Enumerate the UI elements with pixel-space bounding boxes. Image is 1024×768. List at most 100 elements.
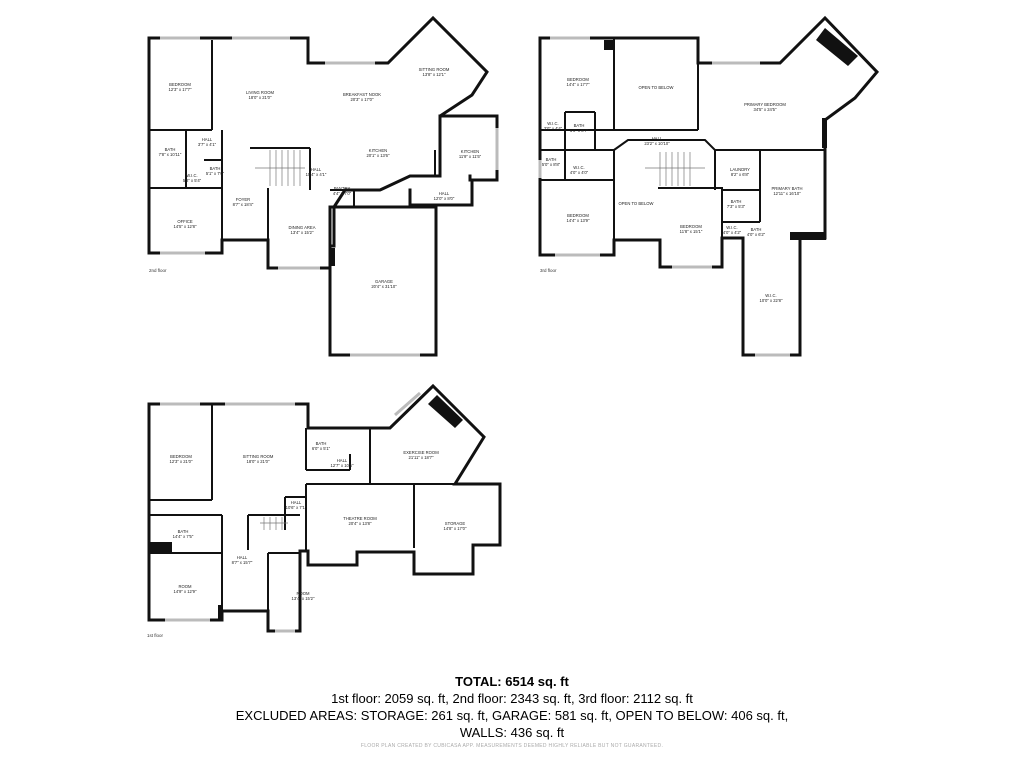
area-summary: TOTAL: 6514 sq. ft 1st floor: 2059 sq. f… xyxy=(0,673,1024,741)
room-dim: 18'0" x 21'0" xyxy=(249,95,272,100)
room-name: ROOM xyxy=(296,591,310,596)
room-dim: 15'4" x 4'1" xyxy=(306,172,327,177)
room-name: BATH xyxy=(574,123,585,128)
room-name: W.I.C. xyxy=(726,225,737,230)
room-dim: 23'2" x 10'10" xyxy=(644,141,670,146)
footer-disclaimer: FLOOR PLAN CREATED BY CUBICASA APP. MEAS… xyxy=(360,743,664,749)
room-dim: 34'5" x 24'5" xyxy=(754,107,777,112)
room-name: SITTING ROOM xyxy=(419,67,450,72)
floor-areas: 1st floor: 2059 sq. ft, 2nd floor: 2343 … xyxy=(331,691,693,706)
room-dim: 20'1" x 13'6" xyxy=(367,153,390,158)
stairs-3rd-floor xyxy=(645,152,705,186)
room-dim: 14'9" x 12'9" xyxy=(174,589,197,594)
room-dim: 11'8" x 15'1" xyxy=(680,229,703,234)
room-dim: 13'8" x 12'1" xyxy=(423,72,446,77)
room-dim: 13'4" x 15'2" xyxy=(291,230,314,235)
room-name: GARAGE xyxy=(375,279,393,284)
room-name: W.I.C. xyxy=(547,121,558,126)
room-dim: 4'0" x 4'0" xyxy=(570,170,589,175)
room-name: EXERCISE ROOM xyxy=(403,450,439,455)
room-name: SITTING ROOM xyxy=(243,454,274,459)
room-dim: 7'3" x 5'3" xyxy=(727,204,746,209)
room-dim: 8'7" x 18'4" xyxy=(233,202,254,207)
room-name: BATH xyxy=(210,166,221,171)
room-name: W.I.C. xyxy=(765,293,776,298)
excluded-areas: EXCLUDED AREAS: STORAGE: 261 sq. ft, GAR… xyxy=(235,708,789,723)
room-dim: 6'0" x 8'7" xyxy=(570,128,589,133)
room-name: HALL xyxy=(439,191,450,196)
room-name: BATH xyxy=(316,441,327,446)
room-dim: 14'4" x 7'5" xyxy=(173,534,194,539)
walls-area: WALLS: 436 sq. ft xyxy=(459,725,565,740)
room-dim: 12'7" x 10'5" xyxy=(331,463,354,468)
room-dim: 3'7" x 4'1" xyxy=(198,142,217,147)
room-name: BREAKFAST NOOK xyxy=(343,92,381,97)
room-name: BATH xyxy=(178,529,189,534)
room-name: BATH xyxy=(751,227,762,232)
room-dim: 3'0" x 4'4" xyxy=(544,126,563,131)
room-dim: 12'11" x 16'10" xyxy=(773,191,801,196)
room-name: HALL xyxy=(291,500,302,505)
room-name: HALL xyxy=(652,136,663,141)
room-dim: 12'3" x 17'7" xyxy=(169,87,192,92)
second-floor-plan: 2nd floor BEDROOM 12'3" x 17'7" LIVING R… xyxy=(147,15,499,357)
stairs-2nd-floor xyxy=(255,150,305,186)
room-name: HALL xyxy=(237,555,248,560)
room-name: BEDROOM xyxy=(680,224,702,229)
room-dim: 12'3" x 21'0" xyxy=(170,459,193,464)
room-dim: 10'6" x 7'1" xyxy=(286,505,307,510)
room-dim: 14'5" x 12'8" xyxy=(174,224,197,229)
room-dim: 14'4" x 13'9" xyxy=(567,218,590,223)
first-floor-plan: 1st floor BEDROOM 12'3" x 21'0" SITTING … xyxy=(147,383,502,638)
room-dim: 21'11" x 18'7" xyxy=(409,455,434,460)
room-dim: 8'7" x 15'7" xyxy=(232,560,253,565)
room-dim: 18'0" x 21'0" xyxy=(247,459,270,464)
room-dim: 7'8" x 10'11" xyxy=(159,152,182,157)
room-name: DINING AREA xyxy=(289,225,316,230)
room-name: W.I.C. xyxy=(186,173,197,178)
room-name: ROOM xyxy=(178,584,192,589)
room-name: LAUNDRY xyxy=(730,167,750,172)
room-dim: 5'0" x 8'8" xyxy=(542,162,561,167)
room-dim: 14'8" x 17'0" xyxy=(444,526,467,531)
room-dim: 13'4" x 15'2" xyxy=(292,596,315,601)
room-name: BATH xyxy=(165,147,176,152)
room-name: BEDROOM xyxy=(170,454,192,459)
room-name: STORAGE xyxy=(445,521,466,526)
room-name: BEDROOM xyxy=(567,213,589,218)
room-name: OFFICE xyxy=(177,219,193,224)
room-name: HALL xyxy=(311,167,322,172)
room-name: BATH xyxy=(546,157,557,162)
room-dim: 4'4" x 7'0" xyxy=(333,191,352,196)
room-name: PRIMARY BEDROOM xyxy=(744,102,786,107)
room-name: LIVING ROOM xyxy=(246,90,274,95)
room-dim: 20'4" x 13'8" xyxy=(349,521,372,526)
floor-label-2nd: 2nd floor xyxy=(149,268,167,273)
room-dim: 5'8" x 5'4" xyxy=(183,178,202,183)
floor-label-1st: 1st floor xyxy=(147,633,164,638)
room-dim: 5'1" x 7'0" xyxy=(206,171,225,176)
room-name: BATH xyxy=(731,199,742,204)
room-dim: 14'4" x 17'7" xyxy=(567,82,590,87)
room-dim: 6'0" x 5'1" xyxy=(312,446,331,451)
room-dim: 8'2" x 6'8" xyxy=(731,172,750,177)
floor-label-3rd: 3rd floor xyxy=(540,268,557,273)
room-name: BEDROOM xyxy=(567,77,589,82)
stairs-1st-floor xyxy=(260,517,288,530)
room-dim: 10'0" x 22'8" xyxy=(760,298,783,303)
room-name: BEDROOM xyxy=(169,82,191,87)
room-dim: 12'0" x 8'0" xyxy=(434,196,455,201)
room-dim: 11'9" x 11'5" xyxy=(459,154,482,159)
room-dim: 20'4" x 31'10" xyxy=(371,284,397,289)
room-dim: 4'0" x 4'2" xyxy=(723,230,742,235)
room-name: OPEN TO BELOW xyxy=(619,201,654,206)
room-name: HALL xyxy=(337,458,348,463)
room-name: HALL xyxy=(202,137,213,142)
room-name: W.I.C. xyxy=(573,165,584,170)
room-name: OPEN TO BELOW xyxy=(639,85,674,90)
room-name: KITCHEN xyxy=(461,149,479,154)
room-name: PANTRY xyxy=(334,186,351,191)
room-name: KITCHEN xyxy=(369,148,387,153)
total-area: TOTAL: 6514 sq. ft xyxy=(455,674,569,689)
